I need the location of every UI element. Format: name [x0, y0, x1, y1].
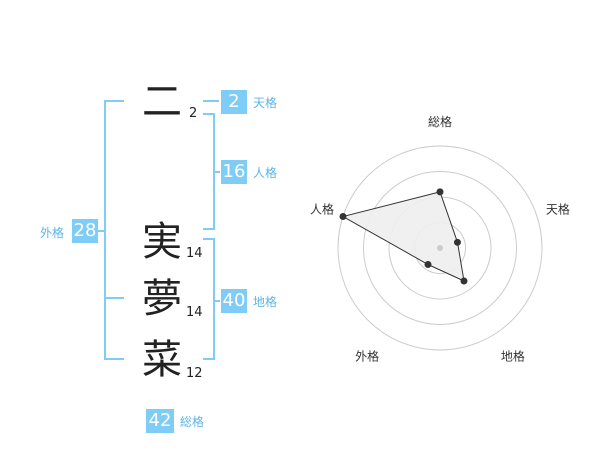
- radar-ring-4: [337, 145, 543, 351]
- name-char-1: 二: [142, 79, 182, 125]
- radar-axis-label-3: 地格: [501, 348, 525, 363]
- soukaku-badge: 42: [146, 409, 174, 433]
- radar-axis-label-5: 人格: [310, 202, 334, 217]
- stroke-count-1: 2: [189, 106, 198, 121]
- chikaku-label: 地格: [253, 295, 278, 309]
- jinkaku-bracket: [203, 113, 215, 230]
- radar-axis-label-2: 天格: [546, 202, 570, 217]
- radar-axis-label-4: 外格: [355, 348, 379, 363]
- name-char-2: 実: [142, 219, 182, 265]
- tenkaku-badge: 2: [221, 90, 247, 114]
- radar-ring-3: [363, 171, 517, 325]
- stroke-count-3: 14: [186, 305, 203, 320]
- radar-point-3: [460, 277, 468, 285]
- soukaku-label: 総格: [180, 415, 205, 429]
- radar-center-dot: [437, 245, 443, 251]
- stroke-count-2: 14: [186, 246, 203, 261]
- radar-axis-label-1: 総格: [428, 114, 452, 129]
- gaikaku-label: 外格: [40, 226, 65, 240]
- gaikaku-badge: 28: [72, 219, 98, 243]
- chikaku-badge: 40: [221, 289, 247, 313]
- stroke-count-4: 12: [186, 366, 203, 381]
- jinkaku-connector: [215, 171, 220, 173]
- chikaku-connector: [215, 300, 220, 302]
- name-char-4: 菜: [142, 337, 182, 383]
- radar-point-5: [339, 212, 347, 220]
- jinkaku-badge: 16: [221, 160, 247, 184]
- gaikaku-bracket-midtick: [104, 297, 124, 299]
- tenkaku-connector: [203, 100, 219, 102]
- chikaku-bracket: [203, 238, 215, 360]
- name-char-3: 夢: [142, 276, 182, 322]
- jinkaku-label: 人格: [253, 166, 278, 180]
- radar-point-1: [436, 188, 444, 196]
- radar-series-area: [341, 191, 465, 282]
- gaikaku-bracket: [104, 100, 124, 360]
- radar-point-2: [453, 238, 461, 246]
- radar-point-4: [424, 261, 432, 269]
- tenkaku-label: 天格: [253, 96, 278, 110]
- gaikaku-bracket-connector: [98, 230, 106, 232]
